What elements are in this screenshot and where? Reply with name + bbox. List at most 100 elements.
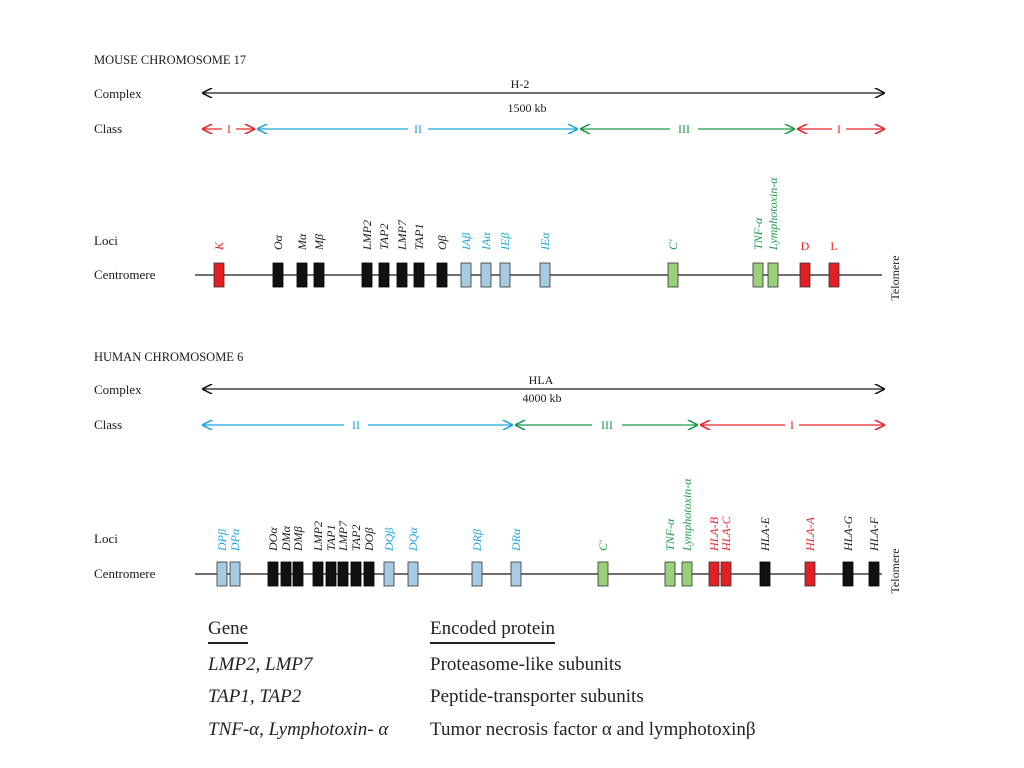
mouse-gene-box-k [213, 262, 225, 288]
mouse-gene-box-d [799, 262, 811, 288]
mouse-gene-box-tnf [752, 262, 764, 288]
mouse-gene-label-ia: IAβ [459, 233, 473, 251]
human-gene-label-dq: DQα [406, 527, 420, 552]
human-gene-box-hla-e [759, 561, 771, 587]
human-gene-label-tap2: TAP2 [349, 525, 363, 551]
human-class-iii-label: III [601, 418, 613, 432]
human-gene-box-hla-g [842, 561, 854, 587]
human-gene-label-dq: DQβ [382, 528, 396, 552]
human-gene-label-c: C' [596, 540, 610, 551]
legend-protein: Tumor necrosis factor α and lymphotoxinβ [430, 719, 756, 740]
mouse-gene-label-o: Oβ [435, 235, 449, 250]
human-gene-label-dm: DMβ [291, 526, 305, 552]
legend-protein: Peptide-transporter subunits [430, 686, 644, 707]
mouse-complex-size: 1500 kb [508, 101, 547, 115]
mouse-gene-box-tap1 [413, 262, 425, 288]
human-gene-box-dp [216, 561, 228, 587]
human-gene-label-hla-f: HLA-F [867, 516, 881, 552]
mouse-class-i-left-label: I [227, 122, 231, 136]
mouse-gene-box-m [313, 262, 325, 288]
mouse-complex-name: H-2 [511, 77, 530, 91]
human-gene-box-lmp7 [337, 561, 349, 587]
human-telomere-label: Telomere [888, 548, 902, 593]
mouse-gene-box-lmp7 [396, 262, 408, 288]
human-gene-label-dp: DPβ [215, 529, 229, 552]
mouse-gene-box-l [828, 262, 840, 288]
human-title: HUMAN CHROMOSOME 6 [94, 350, 243, 364]
human-gene-label-dr: DRα [509, 528, 523, 552]
mouse-gene-box-ie [539, 262, 551, 288]
mouse-gene-label-tnf: TNF-α [751, 217, 765, 250]
mouse-gene-box-ie [499, 262, 511, 288]
human-gene-box-dr [471, 561, 483, 587]
legend-gene: LMP2, LMP7 [208, 654, 313, 675]
mouse-gene-box-tap2 [378, 262, 390, 288]
human-gene-label-tap1: TAP1 [324, 525, 338, 551]
human-gene-box-tap2 [350, 561, 362, 587]
mouse-gene-label-d: D [801, 239, 810, 253]
mouse-gene-box-c [667, 262, 679, 288]
mouse-gene-label-lmp7: LMP7 [395, 219, 409, 251]
human-gene-label-hla-a: HLA-A [803, 516, 817, 552]
legend-gene-header: Gene [208, 618, 249, 644]
mouse-gene-box-o [272, 262, 284, 288]
mouse-loci-label: Loci [94, 233, 118, 248]
human-gene-label-tnf: TNF-α [663, 518, 677, 551]
human-gene-box-dq [407, 561, 419, 587]
human-gene-label-do: DOα [266, 527, 280, 552]
mouse-gene-box-lymphotoxin [767, 262, 779, 288]
human-gene-label-hla-e: HLA-E [758, 516, 772, 552]
mouse-gene-label-m: Mβ [312, 234, 326, 251]
mouse-gene-label-tap1: TAP1 [412, 224, 426, 250]
legend-gene-header-text: Gene [208, 618, 249, 644]
human-gene-label-dm: DMα [279, 525, 293, 552]
human-gene-box-do [363, 561, 375, 587]
mouse-centromere-label: Centromere [94, 267, 156, 282]
human-gene-label-dr: DRβ [470, 529, 484, 552]
mouse-gene-label-l: L [830, 239, 837, 253]
human-gene-box-hla-c [720, 561, 732, 587]
human-gene-box-hla-b [708, 561, 720, 587]
mouse-class-ii-label: II [414, 122, 422, 136]
mouse-class-i-right-label: I [837, 122, 841, 136]
human-gene-label-lmp7: LMP7 [336, 520, 350, 552]
human-gene-label-lmp2: LMP2 [311, 521, 325, 552]
human-gene-label-hla-g: HLA-G [841, 515, 855, 552]
legend-protein-header: Encoded protein [430, 618, 556, 644]
human-gene-box-lmp2 [312, 561, 324, 587]
mhc-gene-map: MOUSE CHROMOSOME 17 Complex H-2 1500 kb … [94, 53, 902, 594]
human-gene-box-c [597, 561, 609, 587]
human-gene-label-hla-c: HLA-C [719, 515, 733, 552]
mouse-gene-box-m [296, 262, 308, 288]
human-gene-box-lymphotoxin [681, 561, 693, 587]
mouse-gene-box-ia [480, 262, 492, 288]
human-complex-name: HLA [529, 373, 554, 387]
legend-gene: TNF-α, Lymphotoxin- α [208, 719, 389, 740]
human-gene-label-dp: DPα [228, 528, 242, 552]
human-class-i-label: I [790, 418, 794, 432]
mouse-gene-label-lymphotoxin: Lymphotoxin-α [766, 177, 780, 251]
human-loci-label: Loci [94, 531, 118, 546]
mouse-gene-box-o [436, 262, 448, 288]
mouse-gene-label-k: K [212, 241, 226, 251]
mouse-gene-label-lmp2: LMP2 [360, 220, 374, 251]
human-gene-box-tnf [664, 561, 676, 587]
legend-gene: TAP1, TAP2 [208, 686, 302, 707]
mouse-gene-label-m: Mα [295, 233, 309, 251]
mouse-class-iii-label: III [678, 122, 690, 136]
legend-protein: Proteasome-like subunits [430, 654, 622, 675]
mouse-gene-label-ie: IEα [538, 232, 552, 251]
human-gene-box-tap1 [325, 561, 337, 587]
human-class-ii-label: II [352, 418, 360, 432]
legend-protein-header-text: Encoded protein [430, 618, 556, 644]
human-gene-label-lymphotoxin: Lymphotoxin-α [680, 478, 694, 552]
mouse-gene-label-ie: IEβ [498, 233, 512, 251]
human-gene-box-dq [383, 561, 395, 587]
mouse-title: MOUSE CHROMOSOME 17 [94, 53, 246, 67]
mouse-gene-box-lmp2 [361, 262, 373, 288]
human-centromere-label: Centromere [94, 566, 156, 581]
human-gene-box-hla-f [868, 561, 880, 587]
mouse-telomere-label: Telomere [888, 255, 902, 300]
